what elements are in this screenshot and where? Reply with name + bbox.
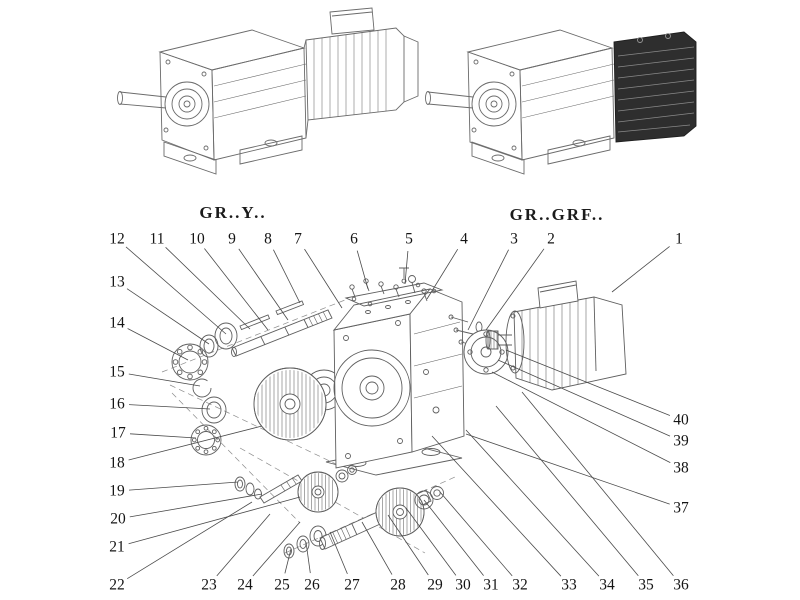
callout-number-14: 14 [109, 314, 125, 332]
leader-line-5 [404, 250, 409, 285]
model-label-gry: GR..Y.. [199, 203, 267, 222]
callout-number-31: 31 [483, 576, 499, 594]
leader-line-31 [423, 499, 484, 576]
leader-line-35 [495, 405, 639, 577]
leader-line-12 [125, 246, 227, 335]
callout-number-39: 39 [673, 432, 689, 450]
callout-number-4: 4 [460, 230, 468, 248]
top-cover-and-screws [344, 267, 444, 307]
leader-line-1 [611, 246, 670, 293]
callout-number-32: 32 [512, 576, 528, 594]
countershaft-parts [234, 465, 357, 513]
leader-line-28 [361, 521, 393, 575]
callout-number-38: 38 [673, 459, 689, 477]
leader-line-26 [305, 541, 311, 574]
dark-cover-block [613, 31, 697, 143]
callout-number-15: 15 [109, 363, 125, 381]
callout-number-12: 12 [109, 230, 125, 248]
callout-number-34: 34 [599, 576, 615, 594]
leader-line-24 [252, 521, 301, 577]
gearbox-housing [325, 288, 465, 476]
intermediate-ring-and-gear [253, 367, 345, 441]
leader-line-20 [129, 493, 263, 518]
callout-number-40: 40 [673, 411, 689, 429]
callout-number-13: 13 [109, 273, 125, 291]
callout-number-37: 37 [673, 499, 689, 517]
leader-line-27 [329, 531, 348, 575]
leader-line-21 [128, 496, 301, 545]
callout-number-6: 6 [350, 230, 358, 248]
leader-line-30 [405, 507, 457, 576]
callout-number-1: 1 [675, 230, 683, 248]
callout-number-23: 23 [201, 576, 217, 594]
callout-number-10: 10 [189, 230, 205, 248]
leader-line-4 [426, 248, 459, 300]
leader-line-2 [485, 248, 545, 331]
callout-number-3: 3 [510, 230, 518, 248]
leader-line-40 [505, 349, 671, 416]
callout-number-30: 30 [455, 576, 471, 594]
leader-line-37 [465, 433, 670, 505]
input-bearing-seal-parts [171, 322, 238, 456]
callout-number-29: 29 [427, 576, 443, 594]
callout-number-17: 17 [110, 424, 126, 442]
leader-line-22 [126, 501, 253, 580]
callout-number-36: 36 [673, 576, 689, 594]
leader-line-7 [304, 248, 343, 309]
callout-number-35: 35 [638, 576, 654, 594]
leader-line-34 [465, 429, 600, 577]
callout-number-28: 28 [390, 576, 406, 594]
leader-line-25 [284, 548, 292, 574]
callout-number-16: 16 [109, 395, 125, 413]
leader-line-23 [216, 513, 271, 577]
exploded-view [161, 267, 627, 559]
callout-number-26: 26 [304, 576, 320, 594]
input-shaft-and-keys [231, 300, 333, 357]
leader-line-10 [204, 248, 269, 331]
leader-line-36 [521, 391, 674, 576]
callout-number-25: 25 [274, 576, 290, 594]
leader-line-32 [439, 491, 513, 577]
callout-number-19: 19 [109, 482, 125, 500]
leader-line-29 [387, 514, 429, 576]
callout-number-2: 2 [547, 230, 555, 248]
model-label-grgrf: GR..GRF.. [509, 205, 605, 224]
leader-line-33 [431, 435, 562, 577]
callout-number-11: 11 [149, 230, 165, 248]
leader-line-38 [491, 371, 671, 463]
leader-line-13 [126, 288, 210, 345]
callout-number-8: 8 [264, 230, 272, 248]
leader-line-3 [467, 249, 509, 331]
callout-number-7: 7 [294, 230, 302, 248]
leader-line-9 [238, 248, 289, 321]
leader-line-6 [356, 250, 369, 290]
callout-number-22: 22 [109, 576, 125, 594]
output-shaft-parts [283, 486, 444, 559]
assembled-gearmotor-foot-mounted-drawing [117, 7, 419, 175]
leader-line-11 [165, 247, 251, 330]
leader-line-39 [497, 359, 671, 437]
leader-line-19 [128, 481, 239, 491]
leader-line-8 [273, 249, 301, 304]
leader-line-17 [129, 433, 197, 439]
leader-line-15 [128, 373, 201, 387]
leader-lines-layer [125, 246, 674, 580]
callout-number-27: 27 [344, 576, 360, 594]
electric-motor-exploded [485, 280, 627, 391]
callout-number-21: 21 [109, 538, 125, 556]
leader-line-18 [128, 425, 263, 461]
assembled-gearmotor-cover-variant-drawing [425, 29, 697, 175]
callout-number-24: 24 [237, 576, 253, 594]
callout-number-18: 18 [109, 454, 125, 472]
callout-number-9: 9 [228, 230, 236, 248]
callout-number-20: 20 [110, 510, 126, 528]
callout-number-5: 5 [405, 230, 413, 248]
leader-line-16 [128, 404, 211, 410]
callout-number-33: 33 [561, 576, 577, 594]
motor-left-drawing [303, 7, 419, 139]
leader-line-14 [127, 328, 189, 361]
